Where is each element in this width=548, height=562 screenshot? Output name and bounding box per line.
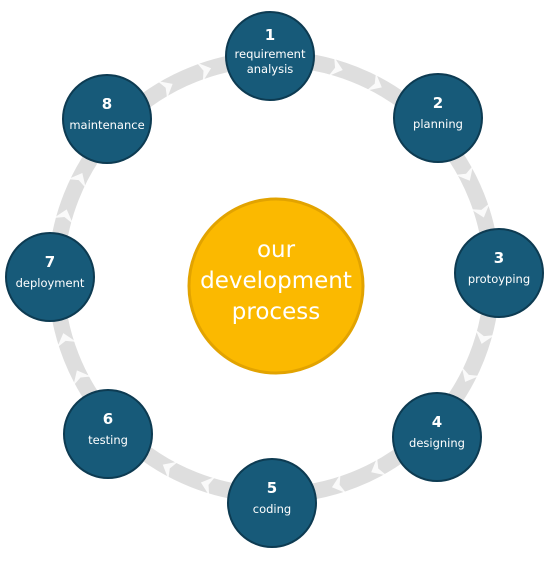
step-label: testing [88,433,128,447]
center-line-1: our [257,237,296,263]
step-number: 7 [45,253,55,271]
cycle-arrows [53,56,495,496]
step-number: 8 [102,95,112,113]
step-circle [62,74,152,164]
step-node-5: 5 coding [227,458,317,548]
cycle-arrow-icon [57,333,77,348]
step-node-4: 4 designing [392,392,482,482]
step-number: 5 [267,479,277,497]
cycle-arrow-icon [461,366,480,382]
step-label: coding [253,502,291,516]
cycle-arrow-icon [331,474,347,494]
step-label: protoyping [468,272,530,286]
cycle-arrow-icon [366,72,382,91]
step-label: analysis [247,62,294,76]
center-line-2: development [200,268,352,294]
step-node-3: 3 protoyping [454,228,544,318]
cycle-arrow-icon [73,370,92,386]
step-label: deployment [16,276,85,290]
cycle-arrow-icon [67,172,86,189]
cycle-arrow-icon [470,203,490,218]
cycle-arrow-icon [475,329,495,344]
step-label: designing [409,436,465,450]
step-node-6: 6 testing [63,389,153,479]
step-circle [393,73,483,163]
step-label: requirement [235,47,306,61]
center-line-3: process [232,299,320,325]
step-circle [227,458,317,548]
step-circle [225,11,315,101]
step-number: 1 [265,26,275,44]
cycle-arrow-icon [157,81,173,99]
center-node: our development process [187,197,365,375]
cycle-arrow-icon [162,461,179,480]
step-number: 4 [432,413,442,431]
step-number: 3 [494,249,504,267]
step-node-7: 7 deployment [5,232,95,322]
step-label: maintenance [69,118,144,132]
step-circle [454,228,544,318]
step-node-8: 8 maintenance [62,74,152,164]
cycle-arrow-icon [200,476,216,496]
step-number: 2 [433,94,443,112]
step-circle [5,232,95,322]
step-node-2: 2 planning [393,73,483,163]
cycle-arrow-icon [196,62,212,82]
step-circle [392,392,482,482]
step-number: 6 [103,410,113,428]
step-circle [63,389,153,479]
center-circle [187,197,365,375]
cycle-arrow-icon [455,165,474,181]
cycle-arrow-icon [53,209,73,224]
step-label: planning [413,117,463,131]
cycle-arrow-icon [328,56,343,77]
cycle-arrow-icon [371,457,387,476]
